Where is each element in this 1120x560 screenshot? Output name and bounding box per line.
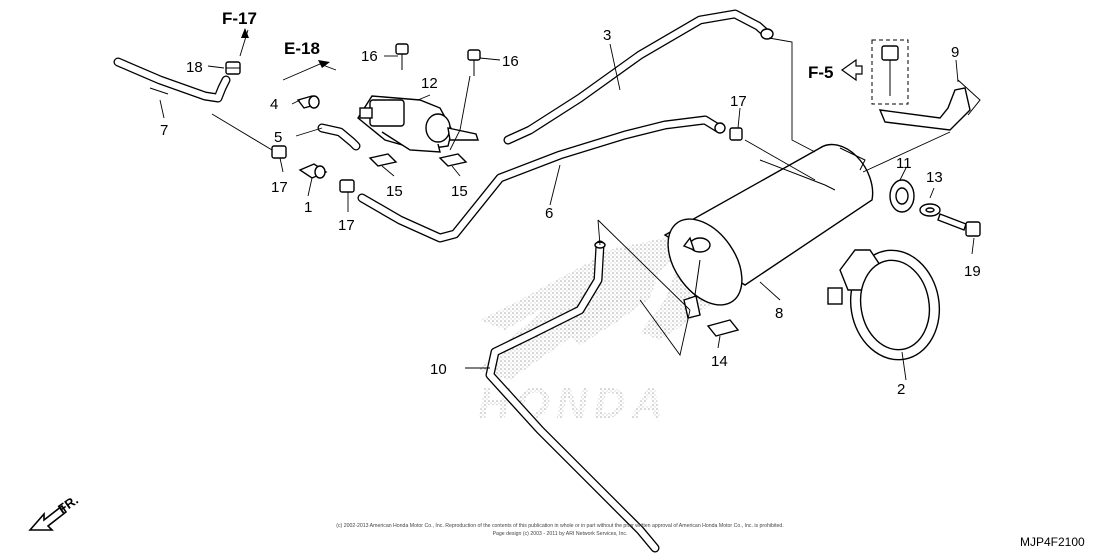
callout-9[interactable]: 9 (951, 44, 959, 61)
part-9-bracket[interactable] (878, 79, 981, 131)
part-16-screw-right[interactable] (467, 49, 481, 76)
diagram-code: MJP4F2100 (1020, 535, 1085, 549)
part-8-evap-canister[interactable] (653, 143, 874, 319)
callout-6[interactable]: 6 (545, 205, 553, 222)
ref-e18[interactable]: E-18 (284, 39, 320, 58)
front-arrow-icon (28, 504, 68, 531)
part-7-hose[interactable] (113, 57, 231, 103)
copyright-line-1: (c) 2002-2013 American Honda Motor Co., … (336, 523, 784, 529)
part-19-bolt[interactable] (937, 213, 981, 237)
callout-19[interactable]: 19 (964, 263, 981, 280)
callout-15-left[interactable]: 15 (386, 183, 403, 200)
f5-bolt-reference[interactable] (840, 39, 909, 105)
part-4-connector[interactable] (296, 95, 320, 109)
callout-16-left[interactable]: 16 (361, 48, 378, 65)
part-15-clip-right[interactable] (438, 153, 468, 167)
ref-f17[interactable]: F-17 (222, 9, 257, 28)
callout-11[interactable]: 11 (896, 155, 912, 172)
callout-1[interactable]: 1 (304, 199, 312, 216)
copyright-line-2: Page design (c) 2003 - 2011 by ARI Netwo… (493, 531, 628, 537)
callout-12[interactable]: 12 (421, 75, 438, 92)
part-3-hose[interactable] (503, 9, 774, 145)
callout-7[interactable]: 7 (160, 122, 168, 139)
part-14-pad[interactable] (706, 319, 740, 337)
part-2-band[interactable] (827, 243, 948, 367)
callout-17-b[interactable]: 17 (338, 217, 355, 234)
front-direction-indicator: FR. (28, 492, 81, 531)
part-13-collar[interactable] (919, 203, 941, 217)
callout-3[interactable]: 3 (603, 27, 611, 44)
callout-2[interactable]: 2 (897, 381, 905, 398)
part-6-hose[interactable] (357, 115, 726, 243)
callout-17-a[interactable]: 17 (271, 179, 288, 196)
callout-18[interactable]: 18 (186, 59, 203, 76)
callout-17-c[interactable]: 17 (730, 93, 747, 110)
callout-8[interactable]: 8 (775, 305, 783, 322)
part-16-screw-left[interactable] (395, 43, 409, 70)
part-17-clip-b[interactable] (339, 179, 355, 193)
part-15-clip-left[interactable] (368, 153, 398, 167)
e18-arrow-icon (318, 60, 330, 68)
honda-watermark-text: HONDA (478, 379, 669, 428)
part-17-clip-a[interactable] (271, 145, 287, 159)
f17-arrow-icon (241, 28, 249, 38)
part-11-grommet[interactable] (889, 179, 915, 213)
part-12-purge-control-valve[interactable] (357, 95, 479, 153)
leader-lines (159, 29, 975, 381)
part-5-tube[interactable] (317, 123, 361, 151)
callout-16-right[interactable]: 16 (502, 53, 519, 70)
callout-14[interactable]: 14 (711, 353, 728, 370)
ref-f5[interactable]: F-5 (808, 63, 834, 82)
callout-15-right[interactable]: 15 (451, 183, 468, 200)
part-1-joint[interactable] (298, 163, 328, 179)
callout-4[interactable]: 4 (270, 96, 278, 113)
callout-5[interactable]: 5 (274, 129, 282, 146)
part-17-clip-c[interactable] (729, 127, 743, 141)
part-18-clip[interactable] (225, 61, 241, 75)
callout-10[interactable]: 10 (430, 361, 447, 378)
callout-13[interactable]: 13 (926, 169, 943, 186)
